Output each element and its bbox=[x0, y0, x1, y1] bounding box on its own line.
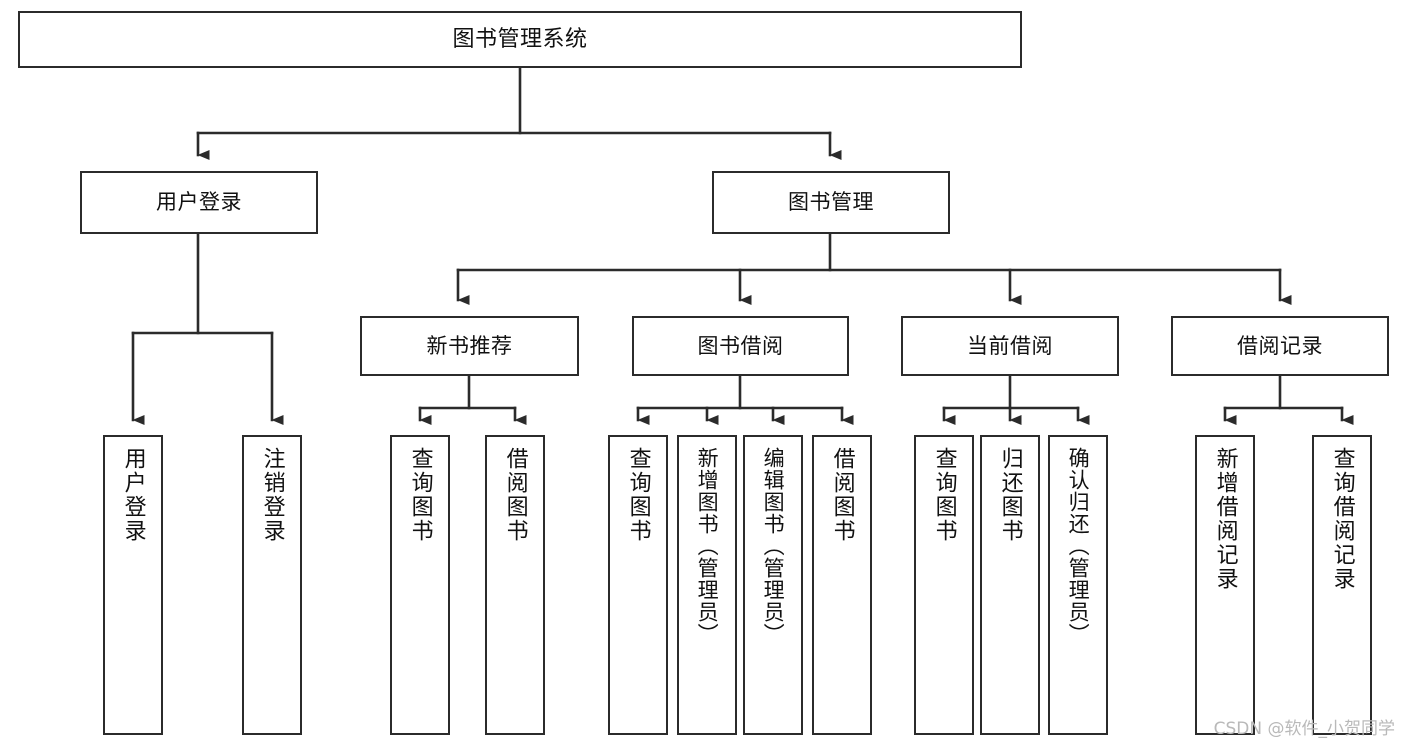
node-label: 查询图书 bbox=[625, 447, 651, 543]
node-book-borrow[interactable]: 图书借阅 bbox=[632, 316, 849, 376]
node-label: 借阅记录 bbox=[1237, 333, 1323, 358]
leaf-user-login-signout[interactable]: 注销登录 bbox=[242, 435, 302, 735]
node-label: 查询图书 bbox=[407, 447, 433, 543]
leaf-borrow-edit-book-admin[interactable]: 编辑图书（管理员） bbox=[743, 435, 803, 735]
node-borrow-record[interactable]: 借阅记录 bbox=[1171, 316, 1389, 376]
leaf-current-confirm-return-admin[interactable]: 确认归还（管理员） bbox=[1048, 435, 1108, 735]
node-new-book-recommend[interactable]: 新书推荐 bbox=[360, 316, 579, 376]
node-label: 图书借阅 bbox=[697, 333, 784, 358]
leaf-borrow-query-book[interactable]: 查询图书 bbox=[608, 435, 668, 735]
leaf-record-add-record[interactable]: 新增借阅记录 bbox=[1195, 435, 1255, 735]
node-label: 当前借阅 bbox=[967, 333, 1053, 358]
leaf-borrow-add-book-admin[interactable]: 新增图书（管理员） bbox=[677, 435, 737, 735]
node-root-system[interactable]: 图书管理系统 bbox=[18, 11, 1022, 68]
node-label: 用户登录 bbox=[120, 447, 146, 543]
node-user-login[interactable]: 用户登录 bbox=[80, 171, 318, 234]
leaf-user-login-signin[interactable]: 用户登录 bbox=[103, 435, 163, 735]
leaf-current-query-book[interactable]: 查询图书 bbox=[914, 435, 974, 735]
node-label: 注销登录 bbox=[259, 447, 285, 543]
node-label: 用户登录 bbox=[156, 190, 242, 215]
leaf-recommend-query-book[interactable]: 查询图书 bbox=[390, 435, 450, 735]
node-label: 查询图书 bbox=[931, 447, 957, 543]
node-label: 新增借阅记录 bbox=[1212, 447, 1238, 591]
node-label: 编辑图书（管理员） bbox=[761, 447, 786, 645]
leaf-record-query-record[interactable]: 查询借阅记录 bbox=[1312, 435, 1372, 735]
node-label: 新增图书（管理员） bbox=[695, 447, 720, 645]
csdn-watermark: CSDN @软件_小贺同学 bbox=[1213, 719, 1395, 739]
leaf-recommend-borrow-book[interactable]: 借阅图书 bbox=[485, 435, 545, 735]
node-label: 借阅图书 bbox=[502, 447, 528, 543]
node-label: 新书推荐 bbox=[426, 333, 513, 358]
node-label: 归还图书 bbox=[997, 447, 1023, 543]
node-label: 图书管理系统 bbox=[452, 26, 588, 52]
node-label: 查询借阅记录 bbox=[1329, 447, 1355, 591]
node-book-management[interactable]: 图书管理 bbox=[712, 171, 950, 234]
node-current-borrow[interactable]: 当前借阅 bbox=[901, 316, 1119, 376]
node-label: 确认归还（管理员） bbox=[1066, 447, 1091, 645]
leaf-current-return-book[interactable]: 归还图书 bbox=[980, 435, 1040, 735]
leaf-borrow-borrow-book[interactable]: 借阅图书 bbox=[812, 435, 872, 735]
node-label: 图书管理 bbox=[788, 190, 874, 215]
node-label: 借阅图书 bbox=[829, 447, 855, 543]
